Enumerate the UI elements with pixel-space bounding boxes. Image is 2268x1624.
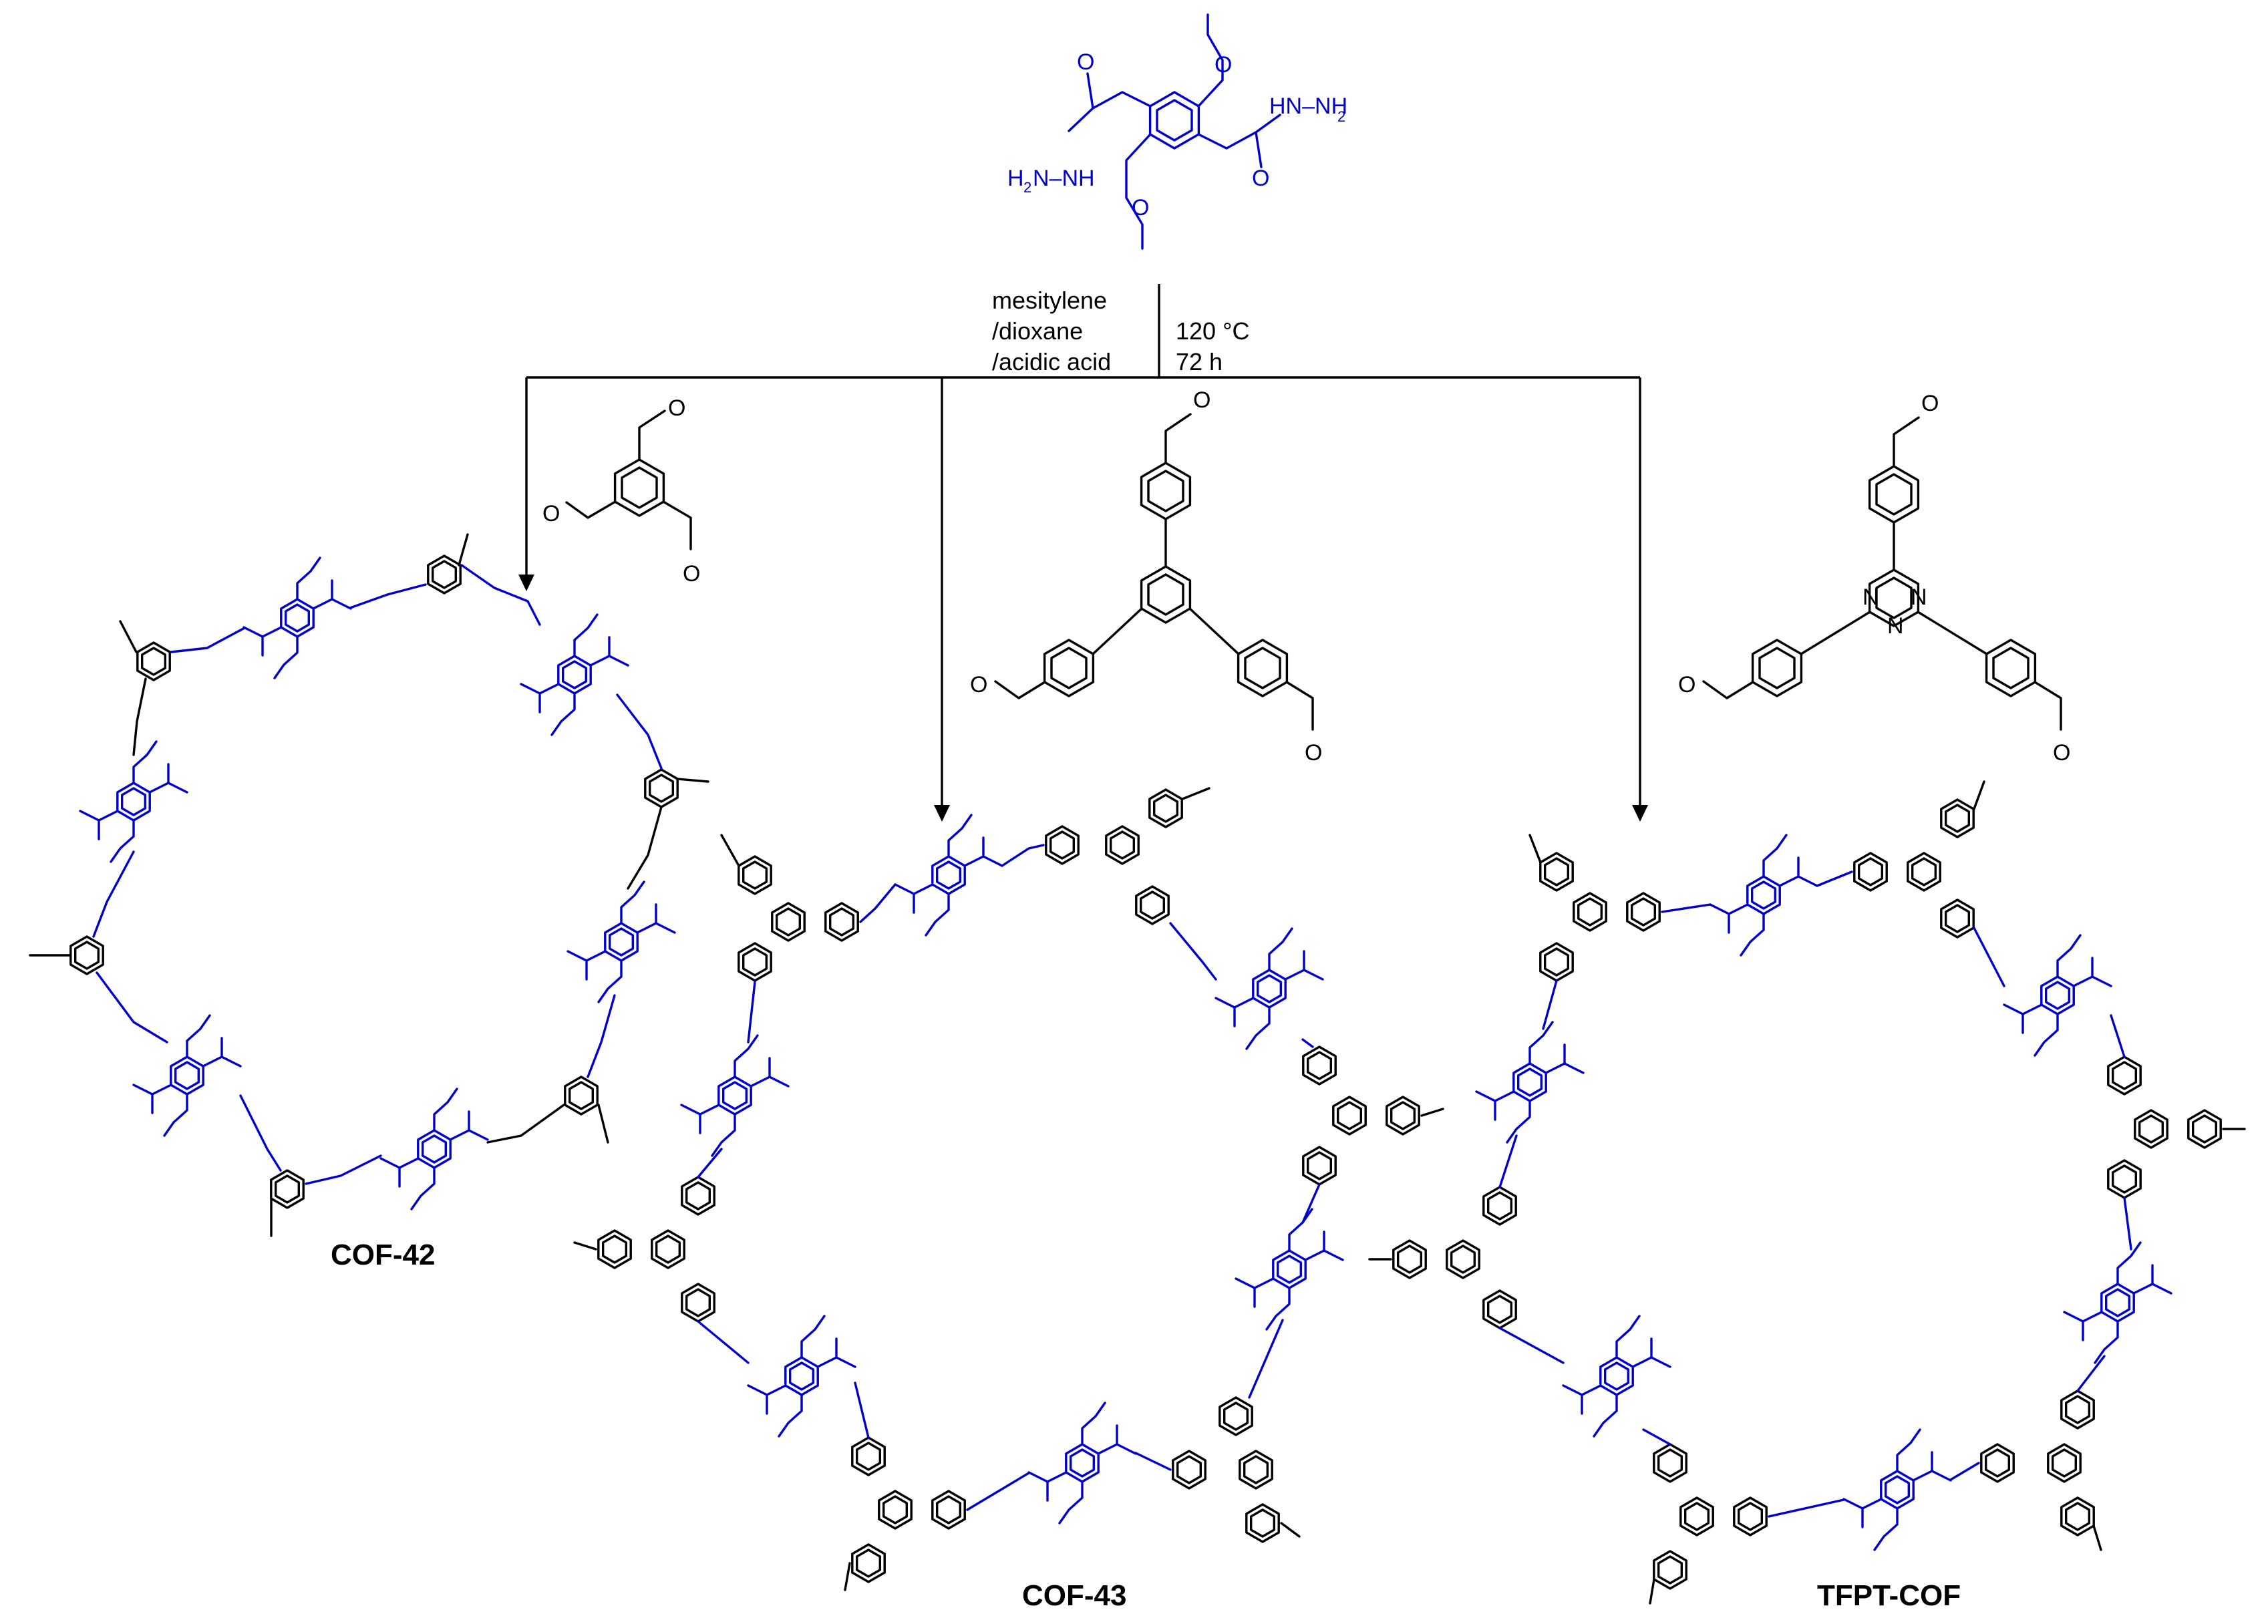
hydrazide-left-sub: 2 xyxy=(1023,179,1031,196)
hydrazide-left-label: H xyxy=(1007,166,1024,191)
cof-42-label: COF-42 xyxy=(331,1239,435,1271)
hydrazide-reagent: O O O O HN–NH 2 H 2 N–NH xyxy=(1007,13,1347,250)
oxygen-atom: O xyxy=(668,395,685,421)
oxygen-atom: O xyxy=(1132,195,1149,220)
time-condition: 72 h xyxy=(1176,348,1223,375)
oxygen-atom: O xyxy=(2053,740,2070,766)
hydrazide-right-label: HN–NH xyxy=(1269,94,1347,119)
reaction-arrows xyxy=(518,284,1648,822)
reaction-conditions: mesitylene /dioxane /acidic acid 120 °C … xyxy=(992,287,1249,375)
solvent-line-2: /dioxane xyxy=(992,317,1083,345)
solvent-line-1: mesitylene xyxy=(992,287,1107,314)
nitrogen-atom: N xyxy=(1911,585,1927,610)
tfpt-monomer: O O O N N N xyxy=(1678,391,2070,766)
oxygen-atom: O xyxy=(1678,672,1695,697)
oxygen-atom: O xyxy=(1214,52,1232,77)
solvent-line-3: /acidic acid xyxy=(992,348,1111,375)
oxygen-atom: O xyxy=(1305,740,1322,766)
oxygen-atom: O xyxy=(1077,49,1094,75)
nitrogen-atom: N xyxy=(1887,613,1904,639)
nitrogen-atom: N xyxy=(1862,585,1879,610)
cof-42-structure: COF-42 xyxy=(29,533,709,1271)
oxygen-atom: O xyxy=(1921,391,1939,416)
hydrazide-right-sub: 2 xyxy=(1337,108,1345,125)
tfpt-cof-structure: TFPT-COF xyxy=(1368,780,2246,1612)
hydrazide-left-rest: N–NH xyxy=(1033,166,1095,191)
temperature-condition: 120 °C xyxy=(1176,317,1249,345)
tfpb-monomer: O O O xyxy=(970,387,1322,766)
triformylbenzene-monomer: O O O xyxy=(542,395,700,587)
tfpt-cof-label: TFPT-COF xyxy=(1817,1579,1961,1612)
oxygen-atom: O xyxy=(542,501,560,526)
oxygen-atom: O xyxy=(1252,166,1269,191)
oxygen-atom: O xyxy=(1193,387,1210,413)
oxygen-atom: O xyxy=(683,561,700,587)
oxygen-atom: O xyxy=(970,672,987,697)
cof-43-structure: COF-43 xyxy=(573,787,1444,1612)
cof-43-label: COF-43 xyxy=(1022,1579,1126,1612)
